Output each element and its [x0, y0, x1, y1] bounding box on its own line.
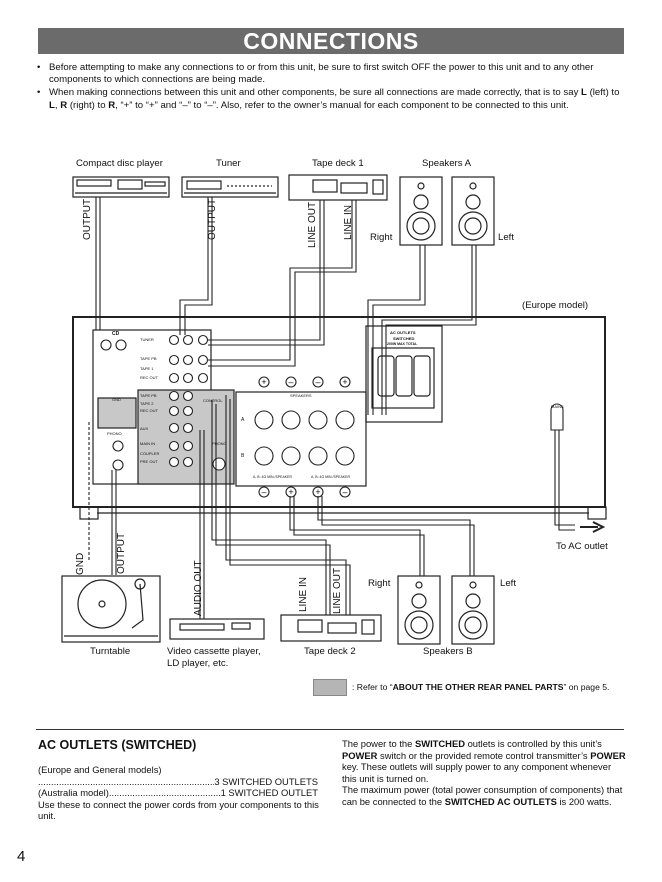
cd-player-device: [72, 176, 170, 198]
polarity-minus: –: [261, 487, 266, 497]
cable-line-out-1: LINE OUT: [307, 201, 318, 248]
cable-output-turntable: OUTPUT: [116, 532, 127, 574]
panel-ac-outlets-label: AC OUTLETS: [390, 330, 416, 335]
panel-cd-label: CD: [112, 331, 120, 337]
panel-recout-label: REC OUT: [140, 375, 158, 380]
panel-speakers-label: SPEAKERS: [290, 393, 312, 398]
intro-bullets: Before attempting to make any connection…: [36, 62, 626, 113]
panel-phono-label: PHONO: [107, 431, 122, 436]
speaker-a-right-label: Right: [370, 232, 393, 243]
arrow-icon: [580, 521, 606, 533]
polarity-plus: +: [288, 487, 293, 497]
panel-b-label: B: [241, 453, 245, 459]
cable-line-out-2: LINE OUT: [332, 567, 343, 614]
panel-tuner-label: TUNER: [140, 337, 154, 342]
cable-line-in-1: LINE IN: [343, 204, 354, 240]
cable-line-in-2: LINE IN: [298, 576, 309, 612]
speaker-a-left-label: Left: [498, 232, 515, 243]
cable-output-cd: OUTPUT: [82, 198, 93, 240]
cable-gnd: GND: [75, 552, 86, 575]
legend-text: : Refer to “ABOUT THE OTHER REAR PANEL P…: [352, 682, 610, 692]
europe-models-label: (Europe and General models): [38, 764, 162, 775]
speaker-b-left-label: Left: [500, 578, 517, 589]
panel-mains-label: MAINS: [551, 404, 564, 409]
cables: [88, 197, 575, 620]
turntable-label: Turntable: [90, 646, 131, 657]
polarity-marks: + – – + – + + –: [261, 377, 347, 497]
panel-watts-label: 200W MAX TOTAL: [387, 342, 418, 346]
cable-output-tuner: OUTPUT: [207, 198, 218, 240]
panel-tapepb-label: TAPE PB: [140, 356, 157, 361]
panel-impedance-b: A, B: 4Ω MIN./SPEAKER: [311, 475, 350, 479]
tape-deck-1-label: Tape deck 1: [312, 158, 364, 169]
polarity-plus: +: [342, 377, 347, 387]
polarity-plus: +: [261, 377, 266, 387]
ac-outlets-usage: Use these to connect the power cords fro…: [38, 798, 319, 822]
panel-a-label: A: [241, 417, 245, 423]
ac-outlets-specs: (Europe and General models) ............…: [38, 764, 320, 822]
polarity-minus: –: [342, 487, 347, 497]
panel-recout2-label: REC OUT: [140, 408, 158, 413]
panel-switched-label: SWITCHED: [393, 336, 415, 341]
speaker-b-right-label: Right: [368, 578, 391, 589]
polarity-plus: +: [315, 487, 320, 497]
speaker-terminals: [254, 376, 355, 498]
panel-tapepb2-label: TAPE PB: [140, 393, 157, 398]
tape-deck-1-device: [288, 174, 388, 201]
to-ac-outlet-label: To AC outlet: [556, 541, 608, 552]
panel-preout-label: PRE OUT: [140, 459, 158, 464]
video-label: Video cassette player,: [167, 646, 261, 657]
speaker-b-left: [451, 575, 495, 645]
panel-phono2-label: PHONO: [212, 441, 227, 446]
video-label-2: LD player, etc.: [167, 658, 229, 669]
speaker-b-right: [397, 575, 441, 645]
cd-player-label: Compact disc player: [76, 158, 163, 169]
panel-aux-label: AUX: [140, 426, 149, 431]
panel-tape2-label: TAPE 2: [140, 401, 154, 406]
tuner-label: Tuner: [216, 158, 241, 169]
polarity-minus: –: [288, 377, 293, 387]
panel-gnd-label: GND: [112, 397, 121, 402]
speaker-a-right: [399, 176, 443, 246]
panel-coupler-label: COUPLER: [140, 451, 160, 456]
speakers-b-label: Speakers B: [423, 646, 473, 657]
cable-audio-out: AUDIO OUT: [193, 560, 204, 616]
speakers-a-label: Speakers A: [422, 158, 472, 169]
ac-outlets-description: The power to the SWITCHED outlets is con…: [342, 738, 626, 807]
tape-deck-2-label: Tape deck 2: [304, 646, 356, 657]
legend-swatch: [313, 679, 347, 696]
page-number: 4: [17, 848, 26, 865]
panel-tape1-label: TAPE 1: [140, 366, 154, 371]
panel-mainin-label: MAIN IN: [140, 441, 156, 446]
speaker-a-left: [451, 176, 495, 246]
tuner-device: [181, 176, 279, 198]
panel-control-label: CONTROL: [203, 398, 223, 403]
polarity-minus: –: [315, 377, 320, 387]
europe-outlets-row: ........................................…: [38, 775, 318, 787]
europe-model-label: (Europe model): [522, 300, 589, 311]
intro-bullet-2: When making connections between this uni…: [36, 87, 626, 111]
page-title: CONNECTIONS: [38, 28, 624, 54]
video-cassette-device: [169, 618, 265, 640]
intro-bullet-1: Before attempting to make any connection…: [36, 62, 626, 86]
gray-gnd-area: [97, 397, 137, 429]
panel-impedance-a: A, B: 4Ω MIN./SPEAKER: [253, 475, 292, 479]
australia-outlets-row: (Australia model) ......................…: [38, 787, 318, 799]
turntable-device: [61, 575, 161, 643]
tape-deck-2-device: [280, 614, 382, 642]
ac-outlets-title: AC OUTLETS (SWITCHED): [38, 738, 197, 752]
rca-jacks: [100, 334, 226, 471]
section-divider: [36, 729, 624, 730]
